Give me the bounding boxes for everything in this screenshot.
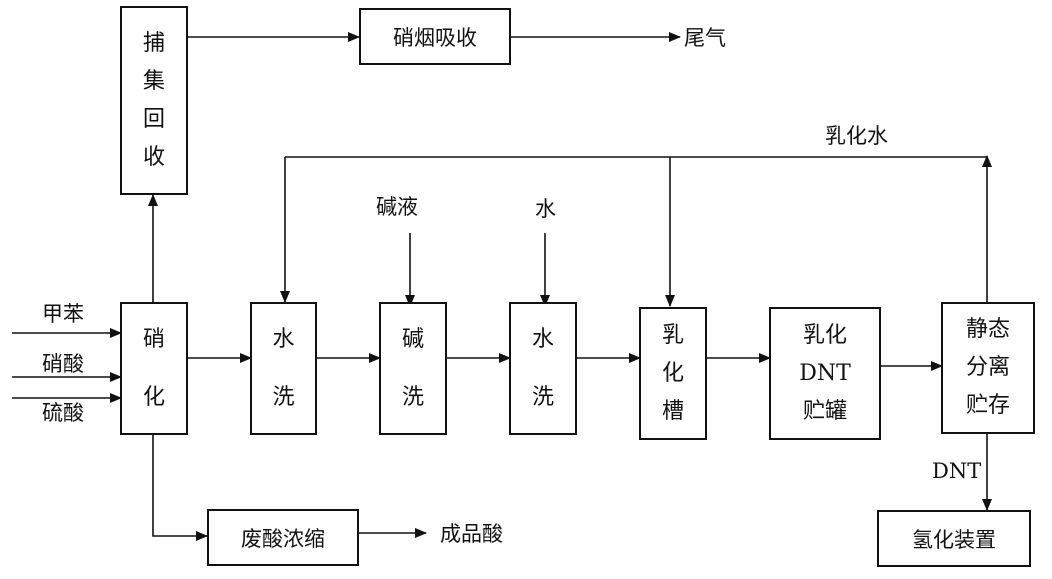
waste-acid-concentration-box: 废酸浓缩 bbox=[207, 509, 359, 566]
alkali-liquor-label: 碱液 bbox=[376, 195, 418, 219]
emulsified-water-label: 乳化水 bbox=[825, 124, 888, 148]
alkali-wash-box: 碱 洗 bbox=[379, 302, 447, 435]
wash1-char-1: 水 bbox=[272, 326, 295, 352]
water-wash-1-box: 水 洗 bbox=[250, 302, 317, 435]
separator-line-1: 静态 bbox=[965, 317, 1010, 342]
emulsion-tank-char-1: 乳 bbox=[661, 322, 684, 348]
capture-char-1: 捕 bbox=[142, 30, 165, 56]
capture-char-2: 集 bbox=[142, 68, 165, 94]
toluene-label: 甲苯 bbox=[42, 302, 84, 326]
product-acid-label: 成品酸 bbox=[440, 522, 503, 546]
dnt-tank-line-3: 贮罐 bbox=[802, 398, 847, 424]
alkali-wash-char-1: 碱 bbox=[401, 326, 424, 352]
dnt-storage-tank-box: 乳化 DNT 贮罐 bbox=[769, 307, 881, 440]
wash1-char-2: 洗 bbox=[272, 384, 295, 410]
dnt-tank-line-2: DNT bbox=[799, 360, 851, 386]
wash2-char-1: 水 bbox=[531, 326, 554, 352]
dnt-label: DNT bbox=[932, 459, 982, 483]
hydrogenation-label: 氢化装置 bbox=[912, 527, 996, 552]
nitration-char-2: 化 bbox=[142, 384, 165, 410]
emulsion-tank-char-3: 槽 bbox=[661, 398, 684, 424]
nitric-acid-label: 硝酸 bbox=[42, 352, 84, 376]
waste-acid-label: 废酸浓缩 bbox=[241, 526, 325, 551]
dnt-tank-line-1: 乳化 bbox=[802, 322, 847, 348]
static-separator-box: 静态 分离 贮存 bbox=[941, 302, 1035, 434]
capture-recovery-box: 捕 集 回 收 bbox=[120, 6, 188, 195]
capture-char-4: 收 bbox=[142, 144, 165, 170]
nitration-to-waste-acid-line bbox=[152, 434, 208, 541]
nitration-box: 硝 化 bbox=[120, 302, 188, 435]
hydrogenation-unit-box: 氢化装置 bbox=[877, 510, 1031, 567]
separator-line-2: 分离 bbox=[965, 355, 1010, 380]
nox-absorption-box: 硝烟吸收 bbox=[359, 8, 511, 65]
sulfuric-acid-label: 硫酸 bbox=[42, 401, 84, 425]
water-wash-2-box: 水 洗 bbox=[509, 302, 577, 435]
nitration-char-1: 硝 bbox=[142, 326, 165, 352]
capture-char-3: 回 bbox=[142, 106, 165, 132]
nox-absorption-label: 硝烟吸收 bbox=[393, 25, 477, 50]
emulsion-tank-char-2: 化 bbox=[661, 360, 684, 386]
separator-line-3: 贮存 bbox=[965, 393, 1010, 418]
emulsion-tank-box: 乳 化 槽 bbox=[639, 307, 707, 440]
wash2-char-2: 洗 bbox=[531, 384, 554, 410]
tail-gas-label: 尾气 bbox=[684, 26, 726, 50]
water-feed-label: 水 bbox=[535, 197, 556, 221]
alkali-wash-char-2: 洗 bbox=[401, 384, 424, 410]
